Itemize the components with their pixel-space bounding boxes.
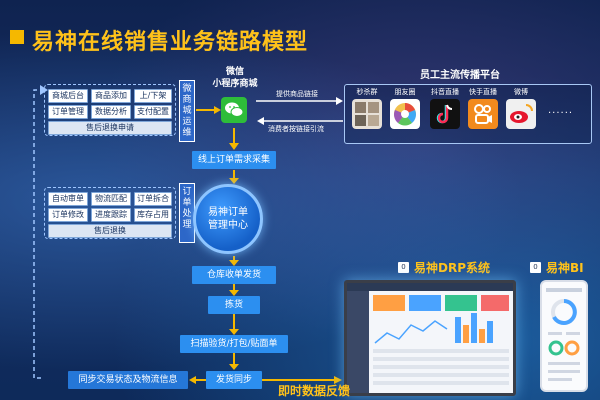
scan-pack-label-step[interactable]: 扫描验货/打包/贴面单 <box>180 335 288 353</box>
provide-link-label: 提供商品链接 <box>276 90 318 98</box>
sync-loop-line <box>33 89 44 379</box>
order-collection-step[interactable]: 线上订单需求采集 <box>192 151 276 169</box>
order-processing-group <box>44 187 176 239</box>
center-line1: 易神订单 <box>208 207 248 218</box>
moments-icon <box>390 99 420 129</box>
title-marker <box>10 30 24 44</box>
platform-weibo-label: 微博 <box>514 88 528 96</box>
wechat-title: 微信 小程序商城 <box>200 66 270 90</box>
order-edit-button[interactable]: 订单修改 <box>48 208 88 222</box>
stock-occupancy-button[interactable]: 库存占用 <box>134 208 172 222</box>
bi-mobile-screenshot <box>540 280 588 392</box>
bi-badge: 0 <box>530 262 541 273</box>
platforms-more: ······ <box>548 108 574 119</box>
douyin-icon <box>430 99 460 129</box>
order-management-center[interactable]: 易神订单 管理中心 <box>193 184 263 254</box>
platform-seckill-label: 秒杀群 <box>356 88 378 96</box>
platform-douyin-label: 抖音直播 <box>431 88 459 96</box>
logistics-match-button[interactable]: 物流匹配 <box>91 192 131 206</box>
consumer-traffic-label: 消费者按链接引流 <box>268 125 324 133</box>
kuaishou-icon <box>468 99 498 129</box>
mall-backend-button[interactable]: 商城后台 <box>48 89 88 103</box>
platforms-title: 员工主流传播平台 <box>420 70 500 81</box>
platform-moments[interactable]: 朋友圈 <box>388 87 422 129</box>
platform-kuaishou-label: 快手直播 <box>469 88 497 96</box>
bi-title: 易神BI <box>546 261 584 275</box>
drp-dashboard-screenshot <box>344 280 516 396</box>
warehouse-receive-step[interactable]: 仓库收单发货 <box>192 266 276 284</box>
payment-config-button[interactable]: 支付配置 <box>134 105 172 119</box>
auto-review-button[interactable]: 自动审单 <box>48 192 88 206</box>
order-split-merge-button[interactable]: 订单拆合 <box>134 192 172 206</box>
drp-badge: 0 <box>398 262 409 273</box>
platform-weibo[interactable]: 微博 <box>504 87 538 129</box>
group-chat-icon <box>352 99 382 129</box>
progress-tracking-button[interactable]: 进度跟踪 <box>91 208 131 222</box>
platform-kuaishou[interactable]: 快手直播 <box>466 87 500 129</box>
dispatch-sync-step[interactable]: 发货同步 <box>206 371 262 389</box>
center-line2: 管理中心 <box>208 220 248 231</box>
platform-seckill-group[interactable]: 秒杀群 <box>350 87 384 129</box>
add-product-button[interactable]: 商品添加 <box>91 89 131 103</box>
sync-status-box[interactable]: 同步交易状态及物流信息 <box>68 371 188 389</box>
aftersale-request-button[interactable]: 售后退换申请 <box>48 121 172 135</box>
picking-step[interactable]: 拣货 <box>208 296 260 314</box>
page-title: 易神在线销售业务链路模型 <box>32 30 309 55</box>
realtime-feedback-label: 即时数据反馈 <box>278 384 351 398</box>
order-management-button[interactable]: 订单管理 <box>48 105 88 119</box>
mini-program-label: 小程序商城 <box>212 79 258 89</box>
drp-title: 易神DRP系统 <box>414 261 490 275</box>
data-analysis-button[interactable]: 数据分析 <box>91 105 131 119</box>
mall-ops-group <box>44 84 176 136</box>
platform-moments-label: 朋友圈 <box>394 88 416 96</box>
wechat-icon[interactable] <box>221 97 247 123</box>
wechat-label: 微信 <box>225 67 244 77</box>
platform-douyin[interactable]: 抖音直播 <box>428 87 462 129</box>
weibo-icon <box>506 99 536 129</box>
shelf-toggle-button[interactable]: 上/下架 <box>134 89 172 103</box>
aftersale-return-button[interactable]: 售后退换 <box>48 224 172 238</box>
mall-ops-label: 微商城运维 <box>179 80 195 142</box>
